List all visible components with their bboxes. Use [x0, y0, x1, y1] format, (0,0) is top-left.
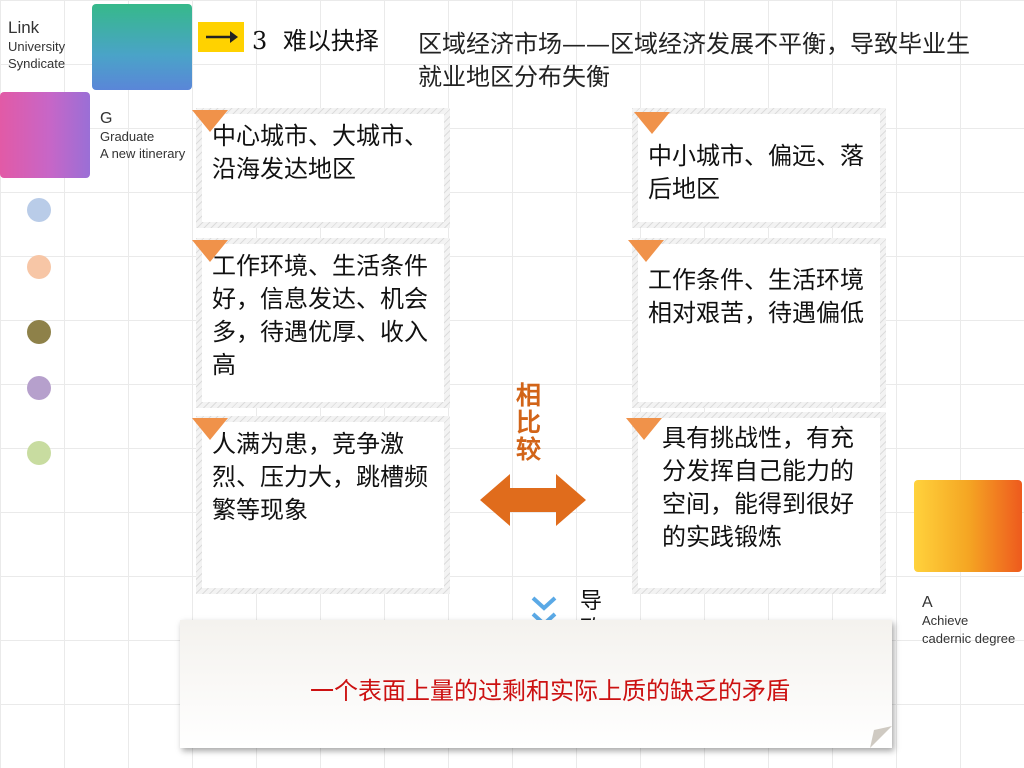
magenta-square [0, 92, 90, 178]
dot-green [27, 441, 51, 465]
conclusion-box [180, 620, 892, 748]
section-arrow-box [198, 22, 244, 52]
brand-achieve-letter: A [922, 594, 933, 611]
orange-square [914, 480, 1022, 572]
double-arrow-icon [480, 474, 586, 526]
right-card-3: 具有挑战性，有充分发挥自己能力的空间，能得到很好的实践锻炼 [632, 412, 886, 594]
brand-achieve: A Achieve cadernic degree [922, 594, 1024, 648]
dot-blue [27, 198, 51, 222]
teal-square [92, 4, 192, 90]
left-card-3: 人满为患，竞争激烈、压力大，跳槽频繁等现象 [196, 416, 450, 594]
marker-triangle-icon [628, 240, 664, 262]
marker-triangle-icon [634, 112, 670, 134]
section-number: 3 [252, 27, 268, 55]
right-card-3-text: 具有挑战性，有充分发挥自己能力的空间，能得到很好的实践锻炼 [638, 418, 880, 588]
left-card-2-text: 工作环境、生活条件好，信息发达、机会多，待遇优厚、收入高 [202, 244, 444, 402]
brand-link: Link University Syndicate [8, 18, 92, 72]
brand-achieve-line2: cadernic degree [922, 631, 1016, 646]
marker-triangle-icon [192, 110, 228, 132]
brand-graduate-line1: Graduate [100, 129, 155, 144]
right-card-2-text: 工作条件、生活环境相对艰苦，待遇偏低 [638, 244, 880, 402]
section-heading: 3 难以抉择 [252, 26, 379, 56]
right-arrow-icon [206, 31, 238, 43]
brand-link-line2: University [8, 39, 66, 54]
compare-label: 相比较 [516, 381, 542, 464]
right-card-2: 工作条件、生活环境相对艰苦，待遇偏低 [632, 238, 886, 408]
brand-graduate: G Graduate A new itinerary [100, 110, 200, 162]
brand-graduate-line2: A new itinerary [100, 146, 186, 161]
dot-lavender [27, 376, 51, 400]
section-description: 区域经济市场——区域经济发展不平衡，导致毕业生就业地区分布失衡 [418, 30, 970, 91]
left-card-2: 工作环境、生活条件好，信息发达、机会多，待遇优厚、收入高 [196, 238, 450, 408]
page-curl-icon [870, 726, 892, 748]
right-card-1: 中小城市、偏远、落后地区 [632, 108, 886, 228]
marker-triangle-icon [192, 240, 228, 262]
brand-graduate-letter: G [100, 110, 113, 127]
conclusion-text: 一个表面上量的过剩和实际上质的缺乏的矛盾 [310, 677, 790, 705]
marker-triangle-icon [626, 418, 662, 440]
brand-link-title: Link [8, 18, 40, 37]
left-card-1: 中心城市、大城市、沿海发达地区 [196, 108, 450, 228]
brand-link-line3: Syndicate [8, 56, 66, 71]
dot-peach [27, 255, 51, 279]
dot-olive [27, 320, 51, 344]
left-card-1-text: 中心城市、大城市、沿海发达地区 [202, 114, 444, 222]
right-card-1-text: 中小城市、偏远、落后地区 [638, 114, 880, 222]
marker-triangle-icon [192, 418, 228, 440]
left-card-3-text: 人满为患，竞争激烈、压力大，跳槽频繁等现象 [202, 422, 444, 588]
brand-achieve-line1: Achieve [922, 613, 969, 628]
section-title: 难以抉择 [282, 27, 379, 55]
